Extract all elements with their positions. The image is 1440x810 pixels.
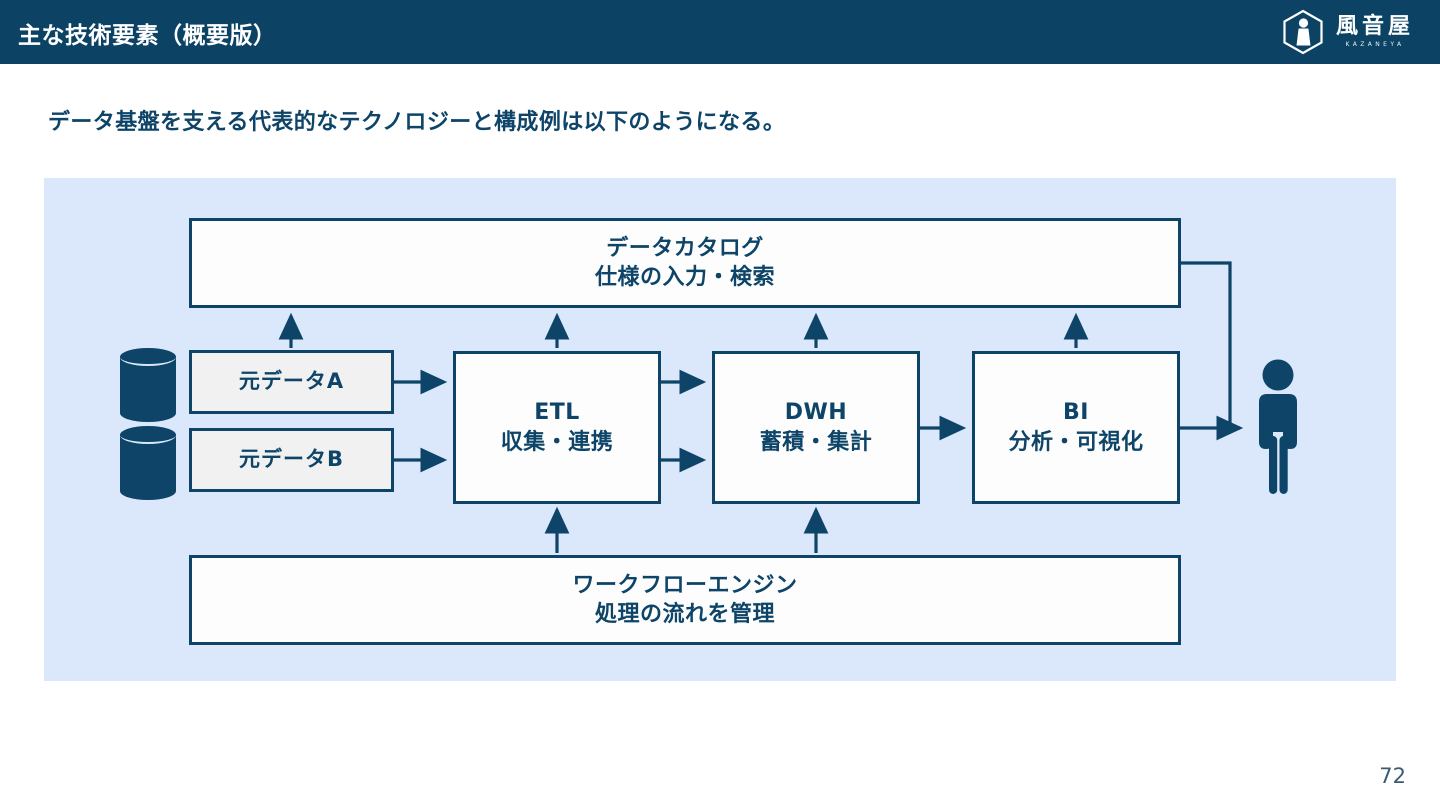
header-bar: 主な技術要素（概要版） 風音屋 KAZANEYA — [0, 0, 1440, 64]
node-dwh[interactable]: DWH 蓄積・集計 — [712, 351, 920, 504]
node-etl-line1: ETL — [534, 400, 580, 426]
node-data-catalog-line2: 仕様の入力・検索 — [594, 265, 775, 290]
node-workflow-engine-line2: 処理の流れを管理 — [594, 602, 775, 627]
subtitle-text: データ基盤を支える代表的なテクノロジーと構成例は以下のようになる。 — [48, 110, 786, 135]
node-dwh-line1: DWH — [784, 400, 848, 426]
node-etl[interactable]: ETL 収集・連携 — [453, 351, 661, 504]
node-workflow-engine[interactable]: ワークフローエンジン 処理の流れを管理 — [189, 555, 1181, 645]
node-bi-line2: 分析・可視化 — [1008, 429, 1144, 455]
node-dwh-line2: 蓄積・集計 — [759, 429, 873, 455]
diagram-panel: データカタログ 仕様の入力・検索 ワークフローエンジン 処理の流れを管理 ETL… — [44, 178, 1396, 681]
node-data-catalog[interactable]: データカタログ 仕様の入力・検索 — [189, 218, 1181, 308]
page-number: 72 — [1379, 764, 1406, 788]
hexagon-logo-icon — [1280, 9, 1326, 55]
node-source-data-b-label: 元データB — [238, 447, 344, 472]
node-source-data-a-label: 元データA — [238, 369, 345, 394]
node-bi-line1: BI — [1063, 400, 1089, 426]
database-cylinder-icon — [120, 426, 176, 500]
person-icon — [1244, 358, 1312, 498]
database-cylinder-icon — [120, 348, 176, 422]
brand-logo: 風音屋 KAZANEYA — [1280, 8, 1414, 56]
node-bi[interactable]: BI 分析・可視化 — [972, 351, 1180, 504]
node-source-data-a[interactable]: 元データA — [189, 350, 394, 414]
node-etl-line2: 収集・連携 — [500, 429, 614, 455]
page-title: 主な技術要素（概要版） — [18, 23, 277, 49]
node-source-data-b[interactable]: 元データB — [189, 428, 394, 492]
node-data-catalog-line1: データカタログ — [606, 235, 764, 261]
logo-kanji: 風音屋 — [1335, 14, 1414, 39]
logo-roman: KAZANEYA — [1345, 41, 1405, 48]
node-workflow-engine-line1: ワークフローエンジン — [572, 572, 798, 598]
